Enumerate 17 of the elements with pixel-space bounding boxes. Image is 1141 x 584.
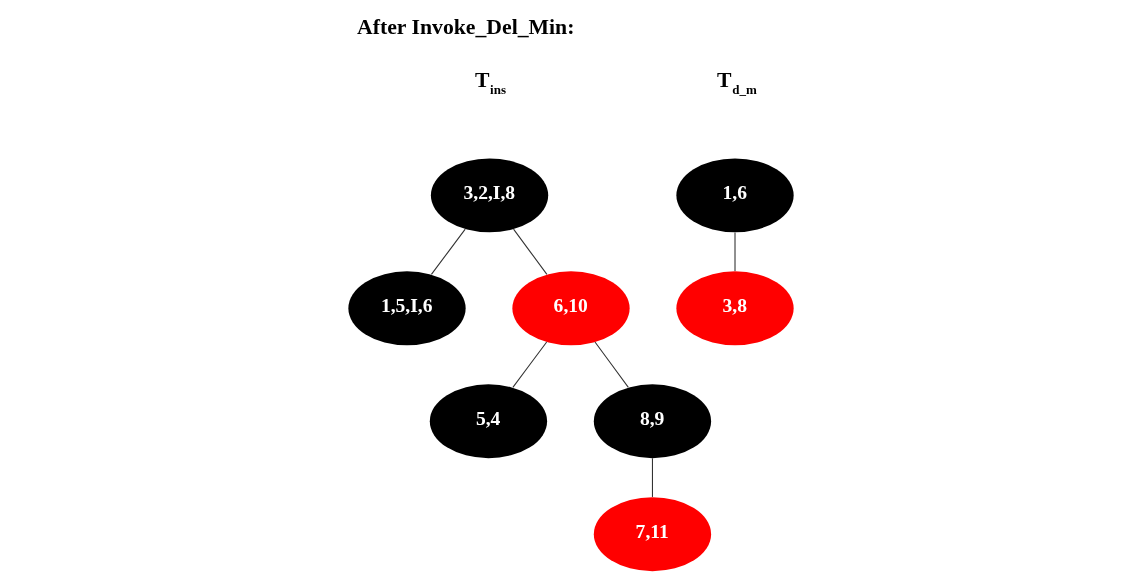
node-label: T$_{d_m}$ bbox=[716, 67, 757, 98]
connector bbox=[511, 341, 547, 388]
node-ellipse: 1,5,I,6 bbox=[347, 271, 466, 346]
node-ellipse: 3,2,I,8 bbox=[430, 158, 548, 233]
node-ellipse: 7,11 bbox=[593, 497, 711, 572]
node-ellipse: 1,6 bbox=[675, 158, 794, 233]
connector bbox=[512, 228, 547, 275]
node-ellipse: 3,8 bbox=[675, 271, 794, 346]
diagram-title: After Invoke_Del_Min: bbox=[356, 14, 574, 39]
connector bbox=[651, 457, 653, 498]
connector bbox=[430, 228, 466, 275]
node-ellipse: 5,4 bbox=[429, 384, 547, 459]
node-ellipse: 8,9 bbox=[593, 384, 711, 459]
node-label: T$_{ins}$ bbox=[474, 67, 506, 98]
node-ellipse: 6,10 bbox=[511, 271, 630, 346]
connector bbox=[733, 231, 736, 272]
connector bbox=[593, 341, 629, 388]
